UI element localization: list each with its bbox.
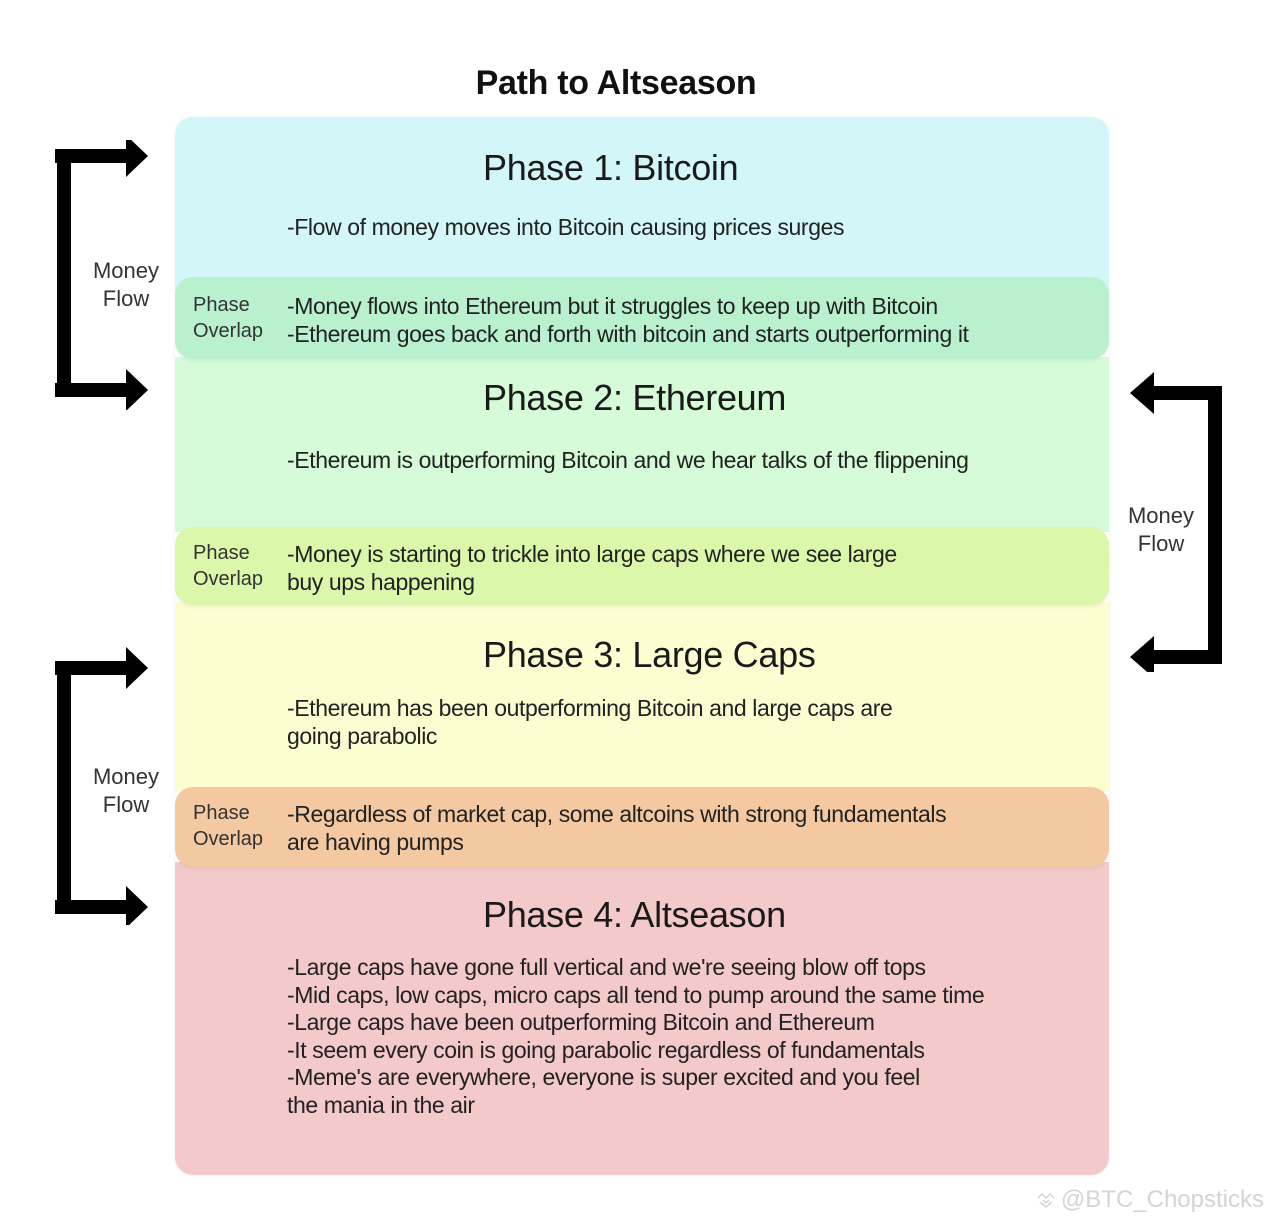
description-line: -Money flows into Ethereum but it strugg… xyxy=(287,293,938,319)
binance-square-icon xyxy=(1037,1192,1055,1208)
money-flow-arrow-icon xyxy=(1130,372,1222,672)
phase-2-ethereum: Phase 2: Ethereum -Ethereum is outperfor… xyxy=(175,357,1109,532)
description-line: -Flow of money moves into Bitcoin causin… xyxy=(287,214,845,240)
description-line: -Large caps have been outperforming Bitc… xyxy=(287,1009,875,1035)
arrow-head-top xyxy=(126,647,148,689)
phase-description: -Flow of money moves into Bitcoin causin… xyxy=(287,214,844,242)
overlap-description: -Regardless of market cap, some altcoins… xyxy=(287,800,947,856)
overlap-label-line: Phase xyxy=(193,294,250,316)
arrow-head-top xyxy=(1130,372,1154,414)
phase-title: Phase 4: Altseason xyxy=(483,894,786,935)
money-flow-label: Money Flow xyxy=(84,763,168,819)
description-line: -Ethereum is outperforming Bitcoin and w… xyxy=(287,447,969,473)
description-line: -Regardless of market cap, some altcoins… xyxy=(287,801,947,827)
flow-label-line: Money xyxy=(1127,503,1195,528)
description-line: -Meme's are everywhere, everyone is supe… xyxy=(287,1064,920,1090)
money-flow-arrow-icon xyxy=(55,140,148,410)
watermark: @BTC_Chopsticks xyxy=(1035,1186,1264,1214)
overlap-label: Phase Overlap xyxy=(193,800,263,852)
diagram-title: Path to Altseason xyxy=(475,64,757,102)
phases-container: Phase 1: Bitcoin -Flow of money moves in… xyxy=(175,117,1109,1175)
arrow-head-bottom xyxy=(126,886,148,925)
flow-label-line: Flow xyxy=(1137,531,1185,556)
overlap-label-line: Overlap xyxy=(193,828,264,850)
phase-overlap-2-3: Phase Overlap -Money is starting to tric… xyxy=(175,527,1109,605)
description-line: -It seem every coin is going parabolic r… xyxy=(287,1036,925,1063)
arrow-head-bottom xyxy=(1130,636,1154,672)
flow-label-line: Flow xyxy=(102,286,150,311)
description-line: -Mid caps, low caps, micro caps all tend… xyxy=(287,981,985,1008)
arrow-bracket xyxy=(1150,386,1222,664)
flow-label-line: Flow xyxy=(102,792,150,817)
description-line: -Money is starting to trickle into large… xyxy=(287,541,897,567)
phase-1-bitcoin: Phase 1: Bitcoin -Flow of money moves in… xyxy=(175,117,1109,292)
phase-overlap-1-2: Phase Overlap -Money flows into Ethereum… xyxy=(175,277,1109,359)
phase-title: Phase 3: Large Caps xyxy=(483,634,816,675)
description-line: -Ethereum goes back and forth with bitco… xyxy=(287,321,969,347)
phase-title: Phase 1: Bitcoin xyxy=(483,147,739,188)
phase-description: -Ethereum has been outperforming Bitcoin… xyxy=(287,695,893,750)
phase-description: -Large caps have gone full vertical and … xyxy=(287,954,985,1119)
arrow-bracket xyxy=(55,661,130,914)
phase-overlap-3-4: Phase Overlap -Regardless of market cap,… xyxy=(175,787,1109,867)
phase-title: Phase 2: Ethereum xyxy=(483,377,787,418)
arrow-head-bottom xyxy=(126,369,148,410)
description-line: are having pumps xyxy=(287,829,464,855)
overlap-description: -Money is starting to trickle into large… xyxy=(287,540,897,596)
overlap-label: Phase Overlap xyxy=(193,292,263,344)
overlap-label: Phase Overlap xyxy=(193,540,263,592)
flow-label-line: Money xyxy=(92,764,160,789)
arrow-head-top xyxy=(126,140,148,177)
money-flow-arrow-icon xyxy=(55,647,148,925)
phase-description: -Ethereum is outperforming Bitcoin and w… xyxy=(287,447,969,475)
flow-label-line: Money xyxy=(92,258,160,283)
overlap-label-line: Phase xyxy=(193,542,250,564)
description-line: the mania in the air xyxy=(287,1091,475,1118)
watermark-handle: @BTC_Chopsticks xyxy=(1060,1186,1264,1213)
description-line: -Large caps have gone full vertical and … xyxy=(287,954,926,980)
overlap-description: -Money flows into Ethereum but it strugg… xyxy=(287,292,969,348)
description-line: going parabolic xyxy=(287,722,438,749)
money-flow-label: Money Flow xyxy=(84,257,168,313)
phase-3-large-caps: Phase 3: Large Caps -Ethereum has been o… xyxy=(175,602,1109,792)
overlap-label-line: Phase xyxy=(193,802,250,824)
money-flow-label: Money Flow xyxy=(1118,502,1204,558)
arrow-bracket xyxy=(55,149,130,397)
overlap-label-line: Overlap xyxy=(193,568,264,590)
phase-4-altseason: Phase 4: Altseason -Large caps have gone… xyxy=(175,862,1109,1175)
description-line: buy ups happening xyxy=(287,569,475,595)
description-line: -Ethereum has been outperforming Bitcoin… xyxy=(287,695,893,721)
overlap-label-line: Overlap xyxy=(193,320,264,342)
